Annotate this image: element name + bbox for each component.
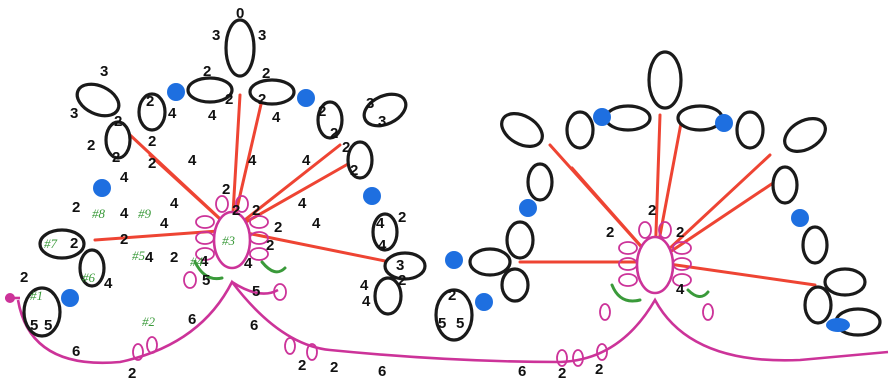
chain-label: 2 bbox=[558, 365, 566, 382]
ring-label: 2 bbox=[398, 209, 406, 226]
green-reference-labels: #1 #2 #3 #4 #5 #6 #7 #8 #9 bbox=[30, 206, 236, 329]
ring-label: 3 bbox=[212, 27, 220, 44]
ring-label: 2 bbox=[258, 91, 266, 108]
ring-label: 4 bbox=[104, 275, 113, 292]
ring-label: 4 bbox=[312, 215, 321, 232]
ring-label: 5 bbox=[438, 315, 446, 332]
ring-label: 3 bbox=[378, 113, 386, 130]
ring-label: 2 bbox=[20, 269, 28, 286]
chain-label: 2 bbox=[128, 365, 136, 382]
chain-count-labels: 6 2 6 2 2 6 6 2 2 6 bbox=[72, 311, 603, 382]
ring-label: 2 bbox=[72, 199, 80, 216]
ring-label: 2 bbox=[330, 125, 338, 142]
left-center bbox=[183, 195, 287, 301]
ring-label: 2 bbox=[203, 63, 211, 80]
ring-label: 2 bbox=[225, 91, 233, 108]
ref-label-1: #1 bbox=[30, 288, 43, 303]
ring-label: 4 bbox=[378, 237, 387, 254]
ring-label: 2 bbox=[448, 287, 456, 304]
ring-label: 4 bbox=[188, 152, 197, 169]
ring-label: 5 bbox=[44, 317, 52, 334]
chain-label: 6 bbox=[250, 317, 258, 334]
ring-label: 2 bbox=[112, 149, 120, 166]
ring-label: 2 bbox=[114, 113, 122, 130]
ring-label: 2 bbox=[648, 202, 656, 219]
ring-label: 2 bbox=[170, 249, 178, 266]
ring-label: 2 bbox=[274, 219, 282, 236]
ring-label: 2 bbox=[676, 224, 684, 241]
ring-label: 4 bbox=[362, 293, 371, 310]
ring-label: 2 bbox=[87, 137, 95, 154]
ring-label: 4 bbox=[120, 169, 129, 186]
ring-label: 4 bbox=[298, 195, 307, 212]
right-center bbox=[610, 221, 710, 303]
ring-label: 3 bbox=[100, 63, 108, 80]
ring-label: 4 bbox=[170, 195, 179, 212]
ref-label-9: #9 bbox=[138, 206, 152, 221]
beads bbox=[61, 83, 850, 332]
chain-label: 2 bbox=[298, 357, 306, 374]
ring-label: 4 bbox=[272, 109, 281, 126]
ref-label-6: #6 bbox=[82, 270, 96, 285]
ring-label: 5 bbox=[202, 272, 210, 289]
ring-label: 3 bbox=[366, 95, 374, 112]
ring-label: 3 bbox=[396, 257, 404, 274]
ring-label: 2 bbox=[148, 133, 156, 150]
ring-label: 4 bbox=[302, 152, 311, 169]
ring-label: 4 bbox=[360, 277, 369, 294]
ring-label: 3 bbox=[70, 105, 78, 122]
ring-label: 2 bbox=[318, 103, 326, 120]
ref-label-7: #7 bbox=[44, 236, 58, 251]
ring-label: 4 bbox=[248, 152, 257, 169]
ring-label: 5 bbox=[252, 283, 260, 300]
ring-label: 2 bbox=[398, 272, 406, 289]
ring-label: 4 bbox=[200, 253, 209, 270]
ring-label: 4 bbox=[208, 107, 217, 124]
ring-label: 0 bbox=[236, 5, 244, 22]
chain-label: 6 bbox=[72, 343, 80, 360]
ring-label: 4 bbox=[376, 215, 385, 232]
ring-label: 2 bbox=[252, 202, 260, 219]
chain-label: 2 bbox=[595, 361, 603, 378]
ref-label-8: #8 bbox=[92, 206, 106, 221]
ring-label: 2 bbox=[148, 155, 156, 172]
ref-label-4: #4 bbox=[190, 254, 204, 269]
chain-label: 6 bbox=[378, 363, 386, 380]
left-motif-rings bbox=[22, 18, 474, 342]
ring-label: 4 bbox=[160, 215, 169, 232]
ring-label: 5 bbox=[30, 317, 38, 334]
right-motif-rings bbox=[468, 50, 882, 337]
chain-label: 6 bbox=[518, 363, 526, 380]
ring-label: 2 bbox=[120, 231, 128, 248]
ring-label: 2 bbox=[232, 202, 240, 219]
ring-label: 4 bbox=[676, 281, 685, 298]
chain-picots bbox=[132, 303, 714, 367]
ref-label-2: #2 bbox=[142, 314, 156, 329]
ring-label: 4 bbox=[244, 255, 253, 272]
chain-label: 2 bbox=[330, 359, 338, 376]
ring-label: 2 bbox=[342, 139, 350, 156]
ring-count-labels: 3 0 3 2 2 2 2 3 3 2 2 4 4 4 4 4 3 3 2 2 … bbox=[20, 5, 685, 334]
ring-label: 2 bbox=[266, 237, 274, 254]
ring-label: 4 bbox=[145, 249, 154, 266]
ring-label: 4 bbox=[168, 105, 177, 122]
ring-label: 2 bbox=[262, 65, 270, 82]
ring-label: 5 bbox=[456, 315, 464, 332]
chain-label: 6 bbox=[188, 311, 196, 328]
ring-label: 2 bbox=[350, 162, 358, 179]
ring-label: 4 bbox=[120, 205, 129, 222]
ring-label: 2 bbox=[70, 235, 78, 252]
ring-label: 2 bbox=[222, 181, 230, 198]
ref-label-5: #5 bbox=[132, 248, 146, 263]
ring-label: 2 bbox=[606, 224, 614, 241]
ref-label-3: #3 bbox=[222, 233, 236, 248]
ring-label: 2 bbox=[146, 93, 154, 110]
ring-label: 3 bbox=[258, 27, 266, 44]
